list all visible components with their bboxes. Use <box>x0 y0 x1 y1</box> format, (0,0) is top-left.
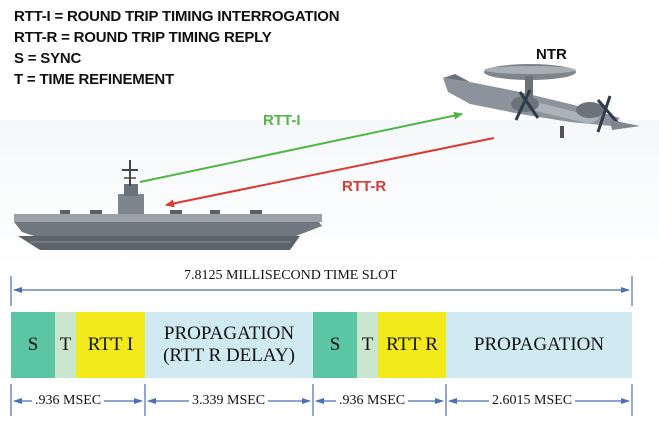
aircraft-label: NTR <box>536 46 567 63</box>
duration-label-2: 3.339 MSEC <box>189 393 269 409</box>
rtt-i-label: RTT-I <box>263 112 301 129</box>
segment-time-refinement-1: T <box>55 312 76 378</box>
time-slot-label: 7.8125 MILLISECOND TIME SLOT <box>180 268 401 284</box>
legend-sync: S = SYNC <box>14 50 82 67</box>
segment-propagation-2: PROPAGATION <box>446 312 632 378</box>
segment-sync-1: S <box>11 312 55 378</box>
ship-icon <box>14 160 322 250</box>
segment-propagation-1-line1: PROPAGATION <box>163 323 295 344</box>
duration-label-3: .936 MSEC <box>336 393 409 409</box>
rtt-r-label: RTT-R <box>342 178 387 195</box>
aircraft-icon <box>443 64 640 138</box>
rtt-i-arrow <box>139 111 463 183</box>
segment-rtt-i: RTT I <box>76 312 145 378</box>
segment-rtt-r: RTT R <box>378 312 446 378</box>
legend-rtt-r: RTT-R = ROUND TRIP TIMING REPLY <box>14 29 272 46</box>
segment-propagation-1-line2: (RTT R DELAY) <box>163 345 295 366</box>
legend-time-refinement: T = TIME REFINEMENT <box>14 71 174 88</box>
legend-rtt-i: RTT-I = ROUND TRIP TIMING INTERROGATION <box>14 8 340 25</box>
segment-propagation-1: PROPAGATION (RTT R DELAY) <box>145 312 313 378</box>
duration-label-1: .936 MSEC <box>32 393 105 409</box>
duration-label-4: 2.6015 MSEC <box>489 393 576 409</box>
rtt-r-arrow <box>165 137 495 208</box>
segment-sync-2: S <box>313 312 357 378</box>
segment-time-refinement-2: T <box>357 312 378 378</box>
